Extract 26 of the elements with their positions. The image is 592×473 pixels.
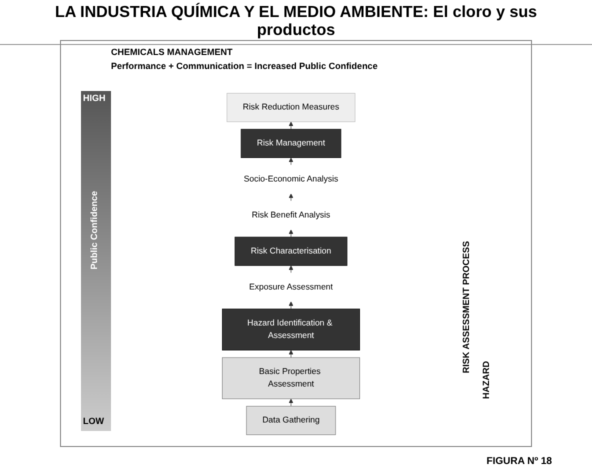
arrow [288, 229, 294, 238]
node-box: Risk Characterisation [234, 236, 348, 266]
arrow [288, 301, 294, 310]
node-text: Socio-Economic Analysis [244, 174, 338, 184]
title: LA INDUSTRIA QUÍMICA Y EL MEDIO AMBIENTE: El cloro y sus productos [0, 0, 592, 45]
arrow [288, 122, 294, 130]
arrow [288, 398, 294, 406]
node-box: Hazard Identification & Assessment [222, 308, 360, 350]
node-box: Risk Management [240, 128, 342, 158]
heading-text: CHEMICALS MANAGEMENT [111, 47, 234, 57]
node-box: Data Gathering [246, 406, 336, 436]
arrow [288, 350, 294, 358]
axis-title: Public Confidence [89, 191, 99, 270]
axis-label: LOW [83, 416, 104, 426]
caption: FIGURA Nº 18 [486, 456, 552, 467]
node-box: Basic Properties Assessment [222, 357, 360, 400]
arrow [288, 265, 294, 274]
node-text: Exposure Assessment [249, 282, 333, 292]
band-label: RISK ASSESSMENT PROCESS [461, 241, 471, 374]
axis-label: HIGH [83, 93, 106, 103]
arrow [288, 193, 294, 202]
node-box: Risk Reduction Measures [226, 92, 356, 122]
band-label: HAZARD [481, 361, 491, 399]
arrow [288, 158, 294, 166]
node-text: Risk Benefit Analysis [252, 210, 330, 220]
subheading-text: Performance + Communication = Increased Public Confidence [111, 61, 378, 71]
